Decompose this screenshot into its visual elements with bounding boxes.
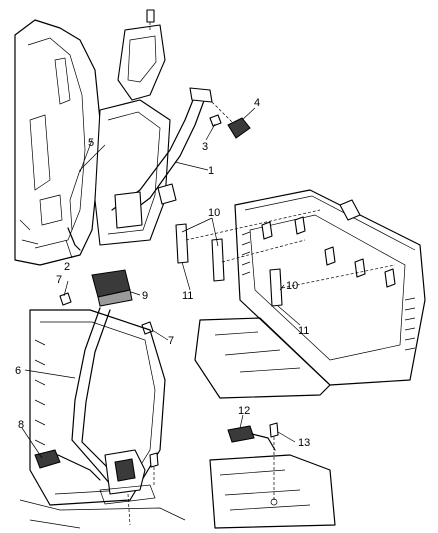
callout-10-upper: 10 bbox=[208, 207, 220, 219]
rear-buckle bbox=[34, 449, 61, 469]
callout-7-left: 7 bbox=[56, 274, 62, 286]
leader-lines bbox=[21, 107, 301, 459]
strap-guide-3 bbox=[281, 264, 396, 289]
callout-6: 6 bbox=[15, 365, 21, 377]
center-bolt bbox=[269, 422, 279, 438]
rear-retractor-view bbox=[19, 269, 186, 529]
front-pillar-view bbox=[14, 9, 251, 266]
belt-routing bbox=[69, 144, 106, 231]
slot-4 bbox=[354, 258, 366, 278]
floor-rise bbox=[209, 454, 336, 529]
slot-1 bbox=[261, 221, 273, 240]
slot-3 bbox=[324, 246, 336, 266]
mounting-bracket bbox=[99, 484, 156, 505]
anchor-bolt bbox=[209, 114, 222, 127]
top-bolt bbox=[146, 9, 155, 23]
callout-9: 9 bbox=[142, 290, 148, 302]
bolt-hole bbox=[270, 498, 278, 506]
callout-12: 12 bbox=[238, 405, 250, 417]
seat-back-panel bbox=[249, 214, 406, 361]
latch-plate-upper bbox=[157, 183, 177, 205]
lower-anchor-strap bbox=[67, 227, 81, 251]
rear-belt-webbing bbox=[71, 307, 111, 443]
rear-seat-back-view bbox=[175, 189, 426, 399]
pillar-trim-inner bbox=[127, 35, 157, 83]
spool-axis bbox=[127, 493, 131, 526]
callout-13: 13 bbox=[298, 437, 310, 449]
seat-back-frame bbox=[234, 189, 426, 386]
slot-6 bbox=[339, 199, 361, 221]
strap-guide-1 bbox=[185, 209, 321, 241]
cushion-details bbox=[214, 331, 301, 373]
floor-pan bbox=[19, 499, 186, 529]
floor-rise-details bbox=[219, 469, 311, 511]
strap-guide-2 bbox=[221, 239, 306, 263]
callout-7-right: 7 bbox=[168, 335, 174, 347]
buckle-strap bbox=[57, 454, 101, 481]
retractor-body bbox=[114, 191, 143, 229]
slot-2 bbox=[294, 216, 306, 235]
callout-10-lower: 10 bbox=[286, 280, 298, 292]
quarter-panel bbox=[29, 309, 166, 506]
callout-11-left: 11 bbox=[182, 290, 193, 302]
buckle-strap-right bbox=[269, 268, 283, 307]
callout-4: 4 bbox=[254, 97, 260, 109]
retractor-spool bbox=[114, 458, 136, 482]
lower-pillar-trim-inner bbox=[107, 111, 161, 235]
d-ring bbox=[189, 87, 213, 103]
buckle-strap-left-2 bbox=[211, 238, 225, 282]
panel-openings bbox=[19, 194, 63, 245]
pillar-trim bbox=[117, 24, 166, 101]
quarter-panel-ribs bbox=[34, 339, 46, 446]
callout-labels: 1 2 3 4 5 6 7 7 8 9 10 10 11 11 12 13 bbox=[15, 97, 310, 449]
buckle-strap-left bbox=[175, 223, 189, 264]
center-buckle bbox=[227, 425, 255, 443]
center-buckle-strap bbox=[251, 433, 276, 451]
callout-5: 5 bbox=[88, 137, 94, 149]
callout-3: 3 bbox=[202, 141, 208, 153]
callout-8: 8 bbox=[18, 419, 24, 431]
panel-detail bbox=[29, 57, 71, 191]
slot-5 bbox=[384, 268, 396, 288]
callout-2: 2 bbox=[64, 261, 70, 273]
seat-back-top-edge bbox=[244, 195, 416, 251]
retractor-cover-side bbox=[97, 289, 133, 307]
floor-bolt bbox=[149, 452, 159, 468]
side-ribs bbox=[241, 231, 416, 351]
seat-cushion bbox=[194, 317, 331, 399]
anchor-cover-cap bbox=[227, 117, 251, 139]
panel-inner-edge bbox=[27, 37, 86, 249]
callout-11-right: 11 bbox=[298, 325, 309, 337]
callout-1: 1 bbox=[208, 165, 214, 177]
mount-bolt-left bbox=[59, 292, 72, 306]
center-buckle-view bbox=[209, 422, 336, 529]
